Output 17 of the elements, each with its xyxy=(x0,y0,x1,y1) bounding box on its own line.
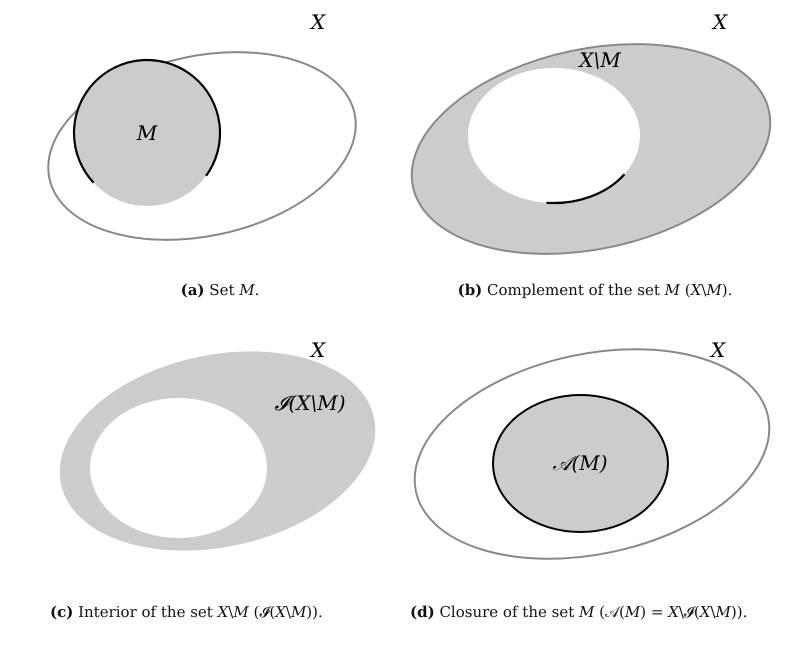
subfigure-caption: (c) Interior of the set X\M (𝓘(X\M)). xyxy=(50,602,324,623)
subfigure-caption: (b) Complement of the set M (X\M). xyxy=(456,280,734,301)
set-label: X\M xyxy=(579,50,621,70)
subfigure-caption: (a) Set M. xyxy=(180,280,260,301)
set-disk xyxy=(74,60,220,206)
subfigure-caption: (d) Closure of the set M (𝒜(M) = X\𝓘(X\M)). xyxy=(410,602,748,623)
set-label: 𝓘(X\M) xyxy=(274,393,346,413)
set-disk xyxy=(493,395,668,532)
universe-label: X xyxy=(712,12,728,32)
shaded-region xyxy=(410,40,772,258)
universe-label: X xyxy=(310,340,326,360)
hole-region xyxy=(90,398,267,538)
universe-label: X xyxy=(310,12,326,32)
set-label: M xyxy=(136,123,158,143)
set-label: 𝒜(M) xyxy=(552,453,608,473)
universe-label: X xyxy=(710,340,726,360)
hole-region xyxy=(468,68,640,203)
